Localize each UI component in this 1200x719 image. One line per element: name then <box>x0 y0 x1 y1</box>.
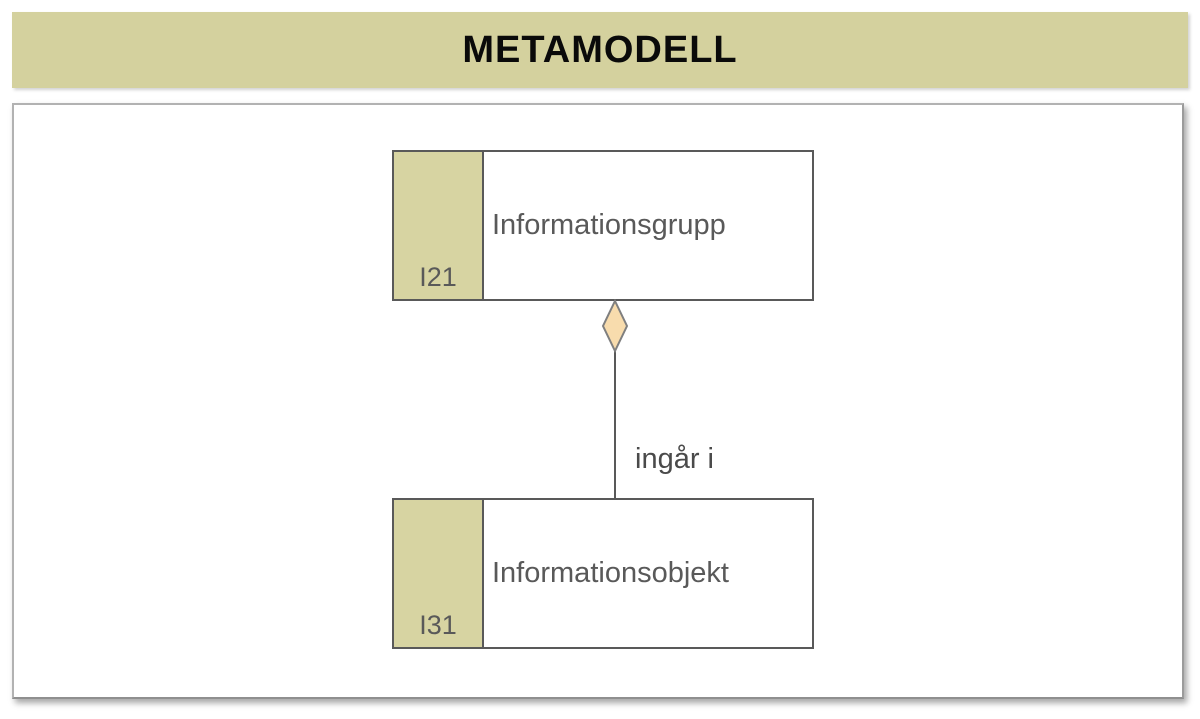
node-label: Informationsobjekt <box>492 557 729 589</box>
node-id-label: I31 <box>419 610 457 640</box>
node-informationsgrupp[interactable]: I21 Informationsgrupp <box>392 150 814 301</box>
diagram-canvas: I21 Informationsgrupp ingår i I31 Inform… <box>12 103 1184 699</box>
relationship-label: ingår i <box>635 443 714 475</box>
node-id-label: I21 <box>419 262 457 292</box>
node-id-strip: I31 <box>394 500 484 647</box>
node-label: Informationsgrupp <box>492 209 726 241</box>
node-body: Informationsobjekt <box>484 500 812 647</box>
node-id-strip: I21 <box>394 152 484 299</box>
node-body: Informationsgrupp <box>484 152 812 299</box>
title-bar: METAMODELL <box>12 12 1188 88</box>
aggregation-diamond-icon <box>601 299 629 354</box>
node-informationsobjekt[interactable]: I31 Informationsobjekt <box>392 498 814 649</box>
page-title: METAMODELL <box>462 28 738 71</box>
aggregation-connector-line <box>601 299 629 499</box>
